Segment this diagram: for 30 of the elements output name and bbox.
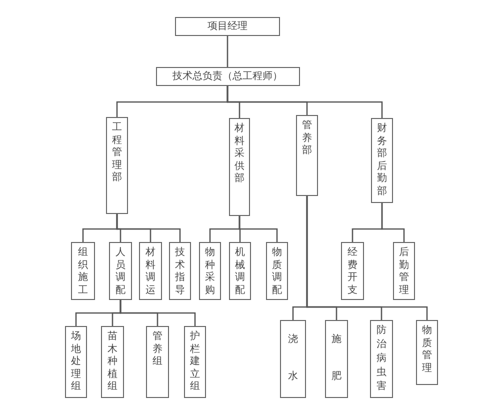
org-box: 后勤管理 — [393, 242, 415, 300]
org-box: 防治病虫害 — [370, 320, 393, 398]
org-box: 工程管理部 — [106, 117, 128, 214]
connector-line — [381, 203, 405, 242]
org-box: 材料调运 — [139, 242, 162, 300]
org-box: 物质管理 — [416, 320, 438, 385]
org-box: 财务部后勤部 — [371, 118, 393, 203]
org-box: 经费开支 — [341, 242, 364, 300]
org-box: 施肥 — [325, 320, 348, 398]
org-box: 机械调配 — [229, 242, 251, 300]
org-box: 材料采供部 — [229, 118, 250, 216]
org-box: 组织施工 — [71, 242, 95, 300]
org-box: 场地处理组 — [65, 326, 87, 398]
connector-line — [226, 36, 228, 67]
connector-line — [238, 216, 278, 242]
org-box: 护栏建立组 — [184, 326, 206, 398]
org-box: 技术指导 — [169, 242, 191, 300]
connector-line — [226, 86, 383, 118]
org-box: 浇水 — [280, 320, 306, 398]
org-box: 人员调配 — [109, 242, 132, 300]
org-box: 项目经理 — [175, 17, 280, 36]
org-box: 苗木种植组 — [101, 326, 124, 398]
connector-line — [306, 196, 428, 320]
org-box: 管养组 — [146, 326, 169, 398]
connector-line — [116, 214, 181, 242]
org-box: 物质调配 — [266, 242, 288, 300]
org-box: 管养部 — [296, 115, 318, 196]
org-box: 技术总负责（总工程师） — [156, 67, 300, 86]
org-box: 物种采购 — [199, 242, 221, 300]
connector-line — [120, 300, 196, 326]
